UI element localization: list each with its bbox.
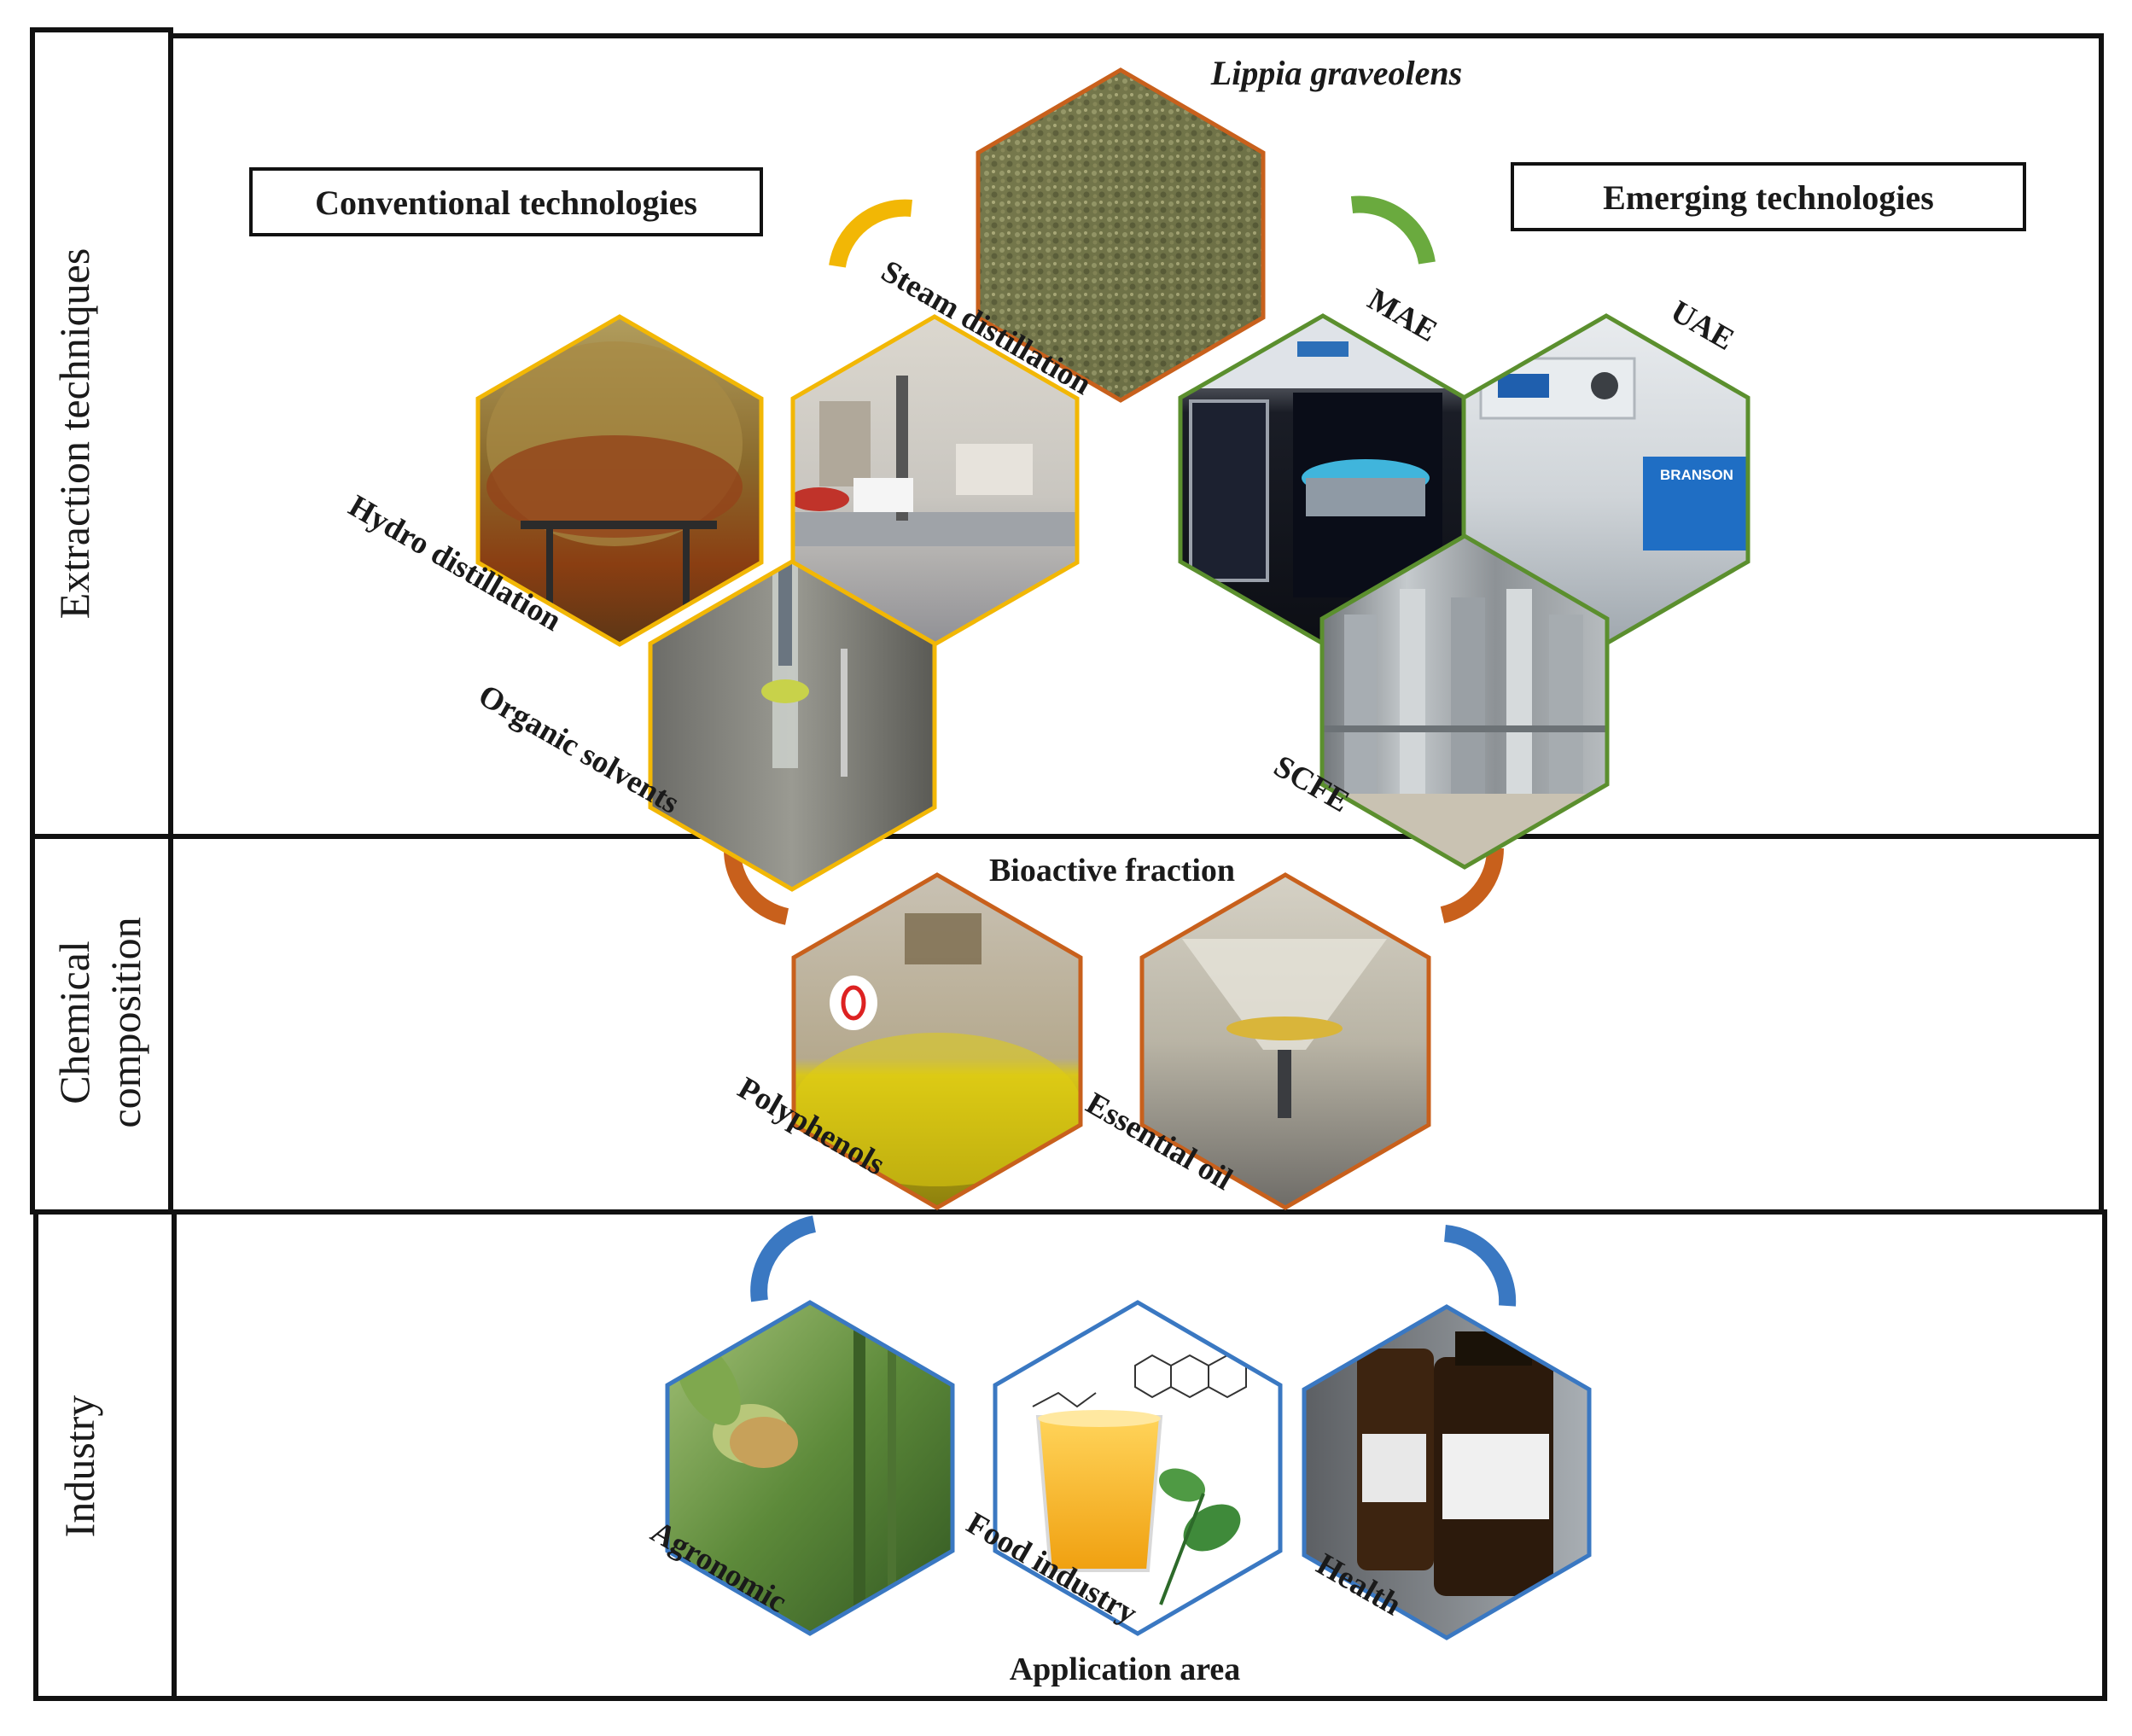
chemical-panel [168, 834, 2104, 1215]
frame [30, 27, 2107, 1701]
conventional-box-frame [249, 167, 763, 236]
arc-application-right [1443, 1225, 1517, 1307]
application-title: Application area [1010, 1652, 1241, 1687]
arc-bioactive-right [1440, 848, 1504, 923]
hex-scfe-border [1319, 533, 1610, 870]
hex-plant-border [976, 67, 1266, 403]
hex-agronomic-border [665, 1300, 955, 1636]
hex-food-industry-border [993, 1300, 1283, 1636]
arc-emerging [1350, 195, 1436, 265]
label-uae: UAE [1665, 294, 1740, 358]
hex-health-border [1302, 1304, 1592, 1640]
hex-polyphenols-border [791, 872, 1083, 1210]
arc-bioactive-left [724, 849, 789, 925]
arcs [724, 195, 1517, 1307]
emerging-box-frame [1511, 162, 2026, 231]
row-label-chemical-line1: Chemical [50, 941, 98, 1104]
hex-scfe [1319, 533, 1610, 870]
hex-steam-distillation [790, 314, 1080, 647]
hex-agronomic [665, 1300, 955, 1636]
hex-plant [976, 67, 1266, 403]
hex-essential-oil [1139, 872, 1431, 1210]
row-label-chemical-line2: composition [102, 917, 149, 1127]
hex-organic-border [648, 559, 937, 892]
hex-hydro-distillation [475, 314, 764, 647]
emerging-box-label: Emerging technologies [1603, 178, 1934, 217]
industry-panel [172, 1209, 2107, 1701]
row-label-industry: Industry [55, 1395, 103, 1538]
conventional-box-label: Conventional technologies [315, 184, 697, 222]
uae-brand-text: BRANSON [1660, 467, 1733, 483]
hex-polyphenols [791, 872, 1083, 1210]
hex-essential-oil-border [1139, 872, 1431, 1210]
label-mae: MAE [1362, 282, 1443, 349]
hex-health [1302, 1304, 1592, 1640]
emerging-box: Emerging technologies [1511, 162, 2026, 231]
arc-application-left [750, 1215, 817, 1302]
bioactive-title: Bioactive fraction [989, 853, 1235, 888]
plant-name: Lippia graveolens [1210, 54, 1462, 92]
hex-food-industry [993, 1300, 1283, 1636]
arc-conventional [829, 199, 912, 268]
hex-hydro-border [475, 314, 764, 647]
row-label-extraction: Extraction techniques [50, 248, 98, 620]
hex-organic-solvents [648, 559, 937, 892]
conventional-box: Conventional technologies [249, 167, 763, 236]
